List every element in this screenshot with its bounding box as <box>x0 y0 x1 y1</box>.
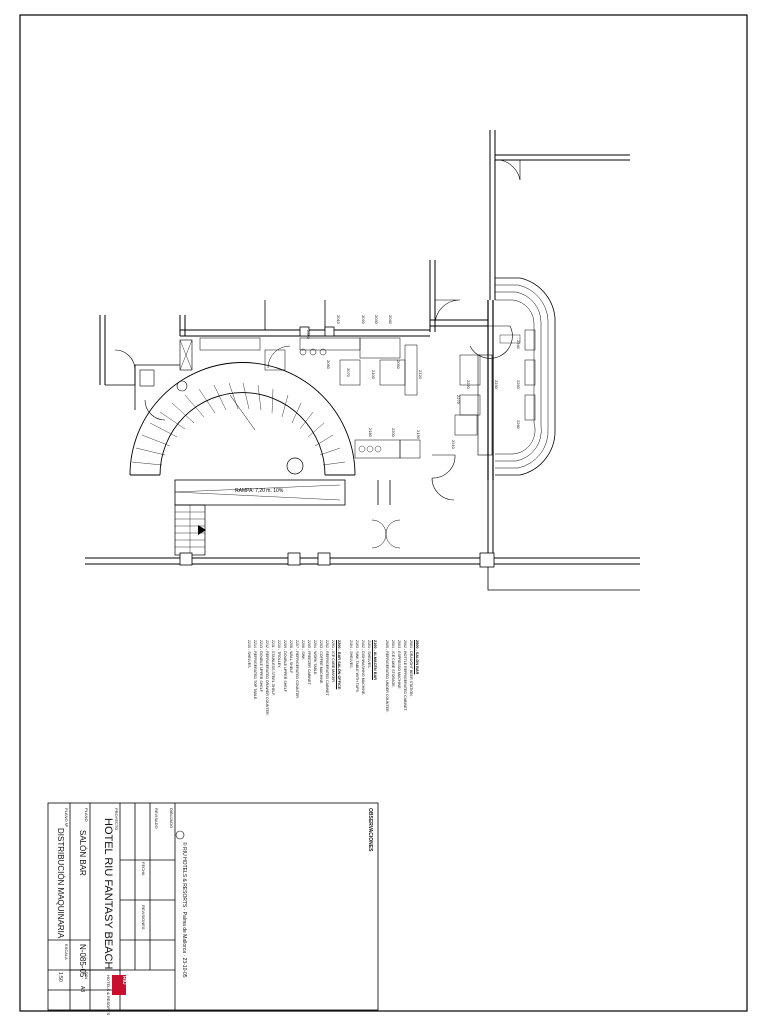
legend-item: 2201 - ICE CUBE MAKER. <box>331 640 335 683</box>
project-label: PROYECTO <box>114 808 119 831</box>
legend-item: 2207 - REFRIGERATED COUNTER. <box>295 640 299 699</box>
equipment-legend: 2000 - SALÓN BAR 2001 - DRAUGHT BEER STA… <box>246 640 420 716</box>
equipment-tag: 2020 <box>361 315 366 324</box>
logo-text: RIU <box>121 976 127 985</box>
observations-label: OBSERVACIONES <box>367 808 373 852</box>
equipment-tag: 2040 <box>388 315 393 324</box>
equipment-tag: 2030 <box>374 315 379 324</box>
legend-item: 2211 - STAINLESS STEEL SHELF. <box>271 640 275 696</box>
equipment-tag: 2210 <box>451 440 456 449</box>
legend-heading: 2100 - ALMACÉN BAR <box>373 640 377 680</box>
equipment-tag: 2230 <box>494 380 499 389</box>
size-label: DIN <box>84 972 89 979</box>
equipment-tag: 2060 <box>326 360 331 369</box>
checked-label: REVISADO <box>154 808 159 829</box>
ramp-label: RAMPA: 7,20 m. 10% <box>235 488 284 494</box>
legend-item: 2005 - REFRIGERATED UNDER COUNTER. <box>385 640 389 713</box>
project-name: HOTEL RIU FANTASY BEACH <box>102 818 114 970</box>
stair-treads <box>131 382 346 466</box>
title-block <box>47 802 379 1011</box>
equipment-tag: 2150 <box>416 430 421 439</box>
equipment-tag: 2070 <box>346 368 351 377</box>
logo-subtitle: HOTELS & RESORTS <box>106 975 111 1016</box>
legend-item: 2214 - REFRIGERATED TOP TABLE. <box>253 640 257 701</box>
equipment-tag: 2120 <box>418 370 423 379</box>
legend-item: 2004 - ICE CUBE STORAGE. <box>391 640 395 688</box>
legend-heading: 2200 - BAR SALÓN OFFICE <box>337 640 341 690</box>
plan-label: PLANO <box>84 808 89 822</box>
date-label: FECHA <box>141 862 146 876</box>
equipment-tag: 2050 <box>396 360 401 369</box>
structural-columns <box>179 326 495 568</box>
equipment-tag: 2240 <box>516 340 521 349</box>
legend-item: 2001 - DRAUGHT BEER STATION. <box>409 640 413 697</box>
revision-label: REVISIONES <box>141 905 146 930</box>
legend-item: 2102 - DISHWASHING MACHINE. <box>361 640 365 696</box>
legend-item: 2209 - DOUBLE UPPER SHELF. <box>283 640 287 693</box>
floor-plan <box>85 130 640 591</box>
equipment-tag: 2260 <box>516 420 521 429</box>
size-value: A3 <box>79 986 85 993</box>
legend-item: 2212 - REFRIGERATED DRAWER COUNTER. <box>265 640 269 716</box>
plan-title: DISTRIBUCIÓN MAQUINARIA <box>56 828 65 939</box>
sheet-frame <box>19 14 748 1012</box>
copyright-text: © RIU HOTELS & RESORTS · Palma de Mallor… <box>181 842 187 978</box>
legend-item: 2205 - FREEZER CABINET. <box>307 640 311 686</box>
equipment-tag: 2100 <box>371 370 376 379</box>
legend-item: 2203 - COFFEE MACHINE. <box>319 640 323 685</box>
scale-label: ESCALA <box>64 944 69 960</box>
equipment-tag: 2270 <box>456 395 461 404</box>
legend-item: 2103 - SINK TABLE WITH TAPS. <box>355 640 359 693</box>
equipment-tag: 2250 <box>516 380 521 389</box>
equipment-tag: 2200 <box>391 428 396 437</box>
equipment-tag: 2220 <box>466 380 471 389</box>
plan-number-label: PLANO Nº <box>64 808 69 828</box>
legend-item: 2002 - BOTTLE REFRIGERATED CABINET. <box>403 640 407 712</box>
plan-name: SALÓN BAR <box>78 830 87 876</box>
riu-logo-mark <box>112 975 126 995</box>
equipment-tag: 2280 <box>306 330 311 339</box>
drawn-label: DIBUJADO <box>169 808 174 829</box>
equipment-tag: 2180 <box>368 428 373 437</box>
legend-heading: 2000 - SALÓN BAR <box>415 640 419 675</box>
scale-value: 1:50 <box>57 972 63 982</box>
legend-item: 2202 - REFRIGERATED CABINET. <box>325 640 329 697</box>
equipment-tag: 2010 <box>336 315 341 324</box>
